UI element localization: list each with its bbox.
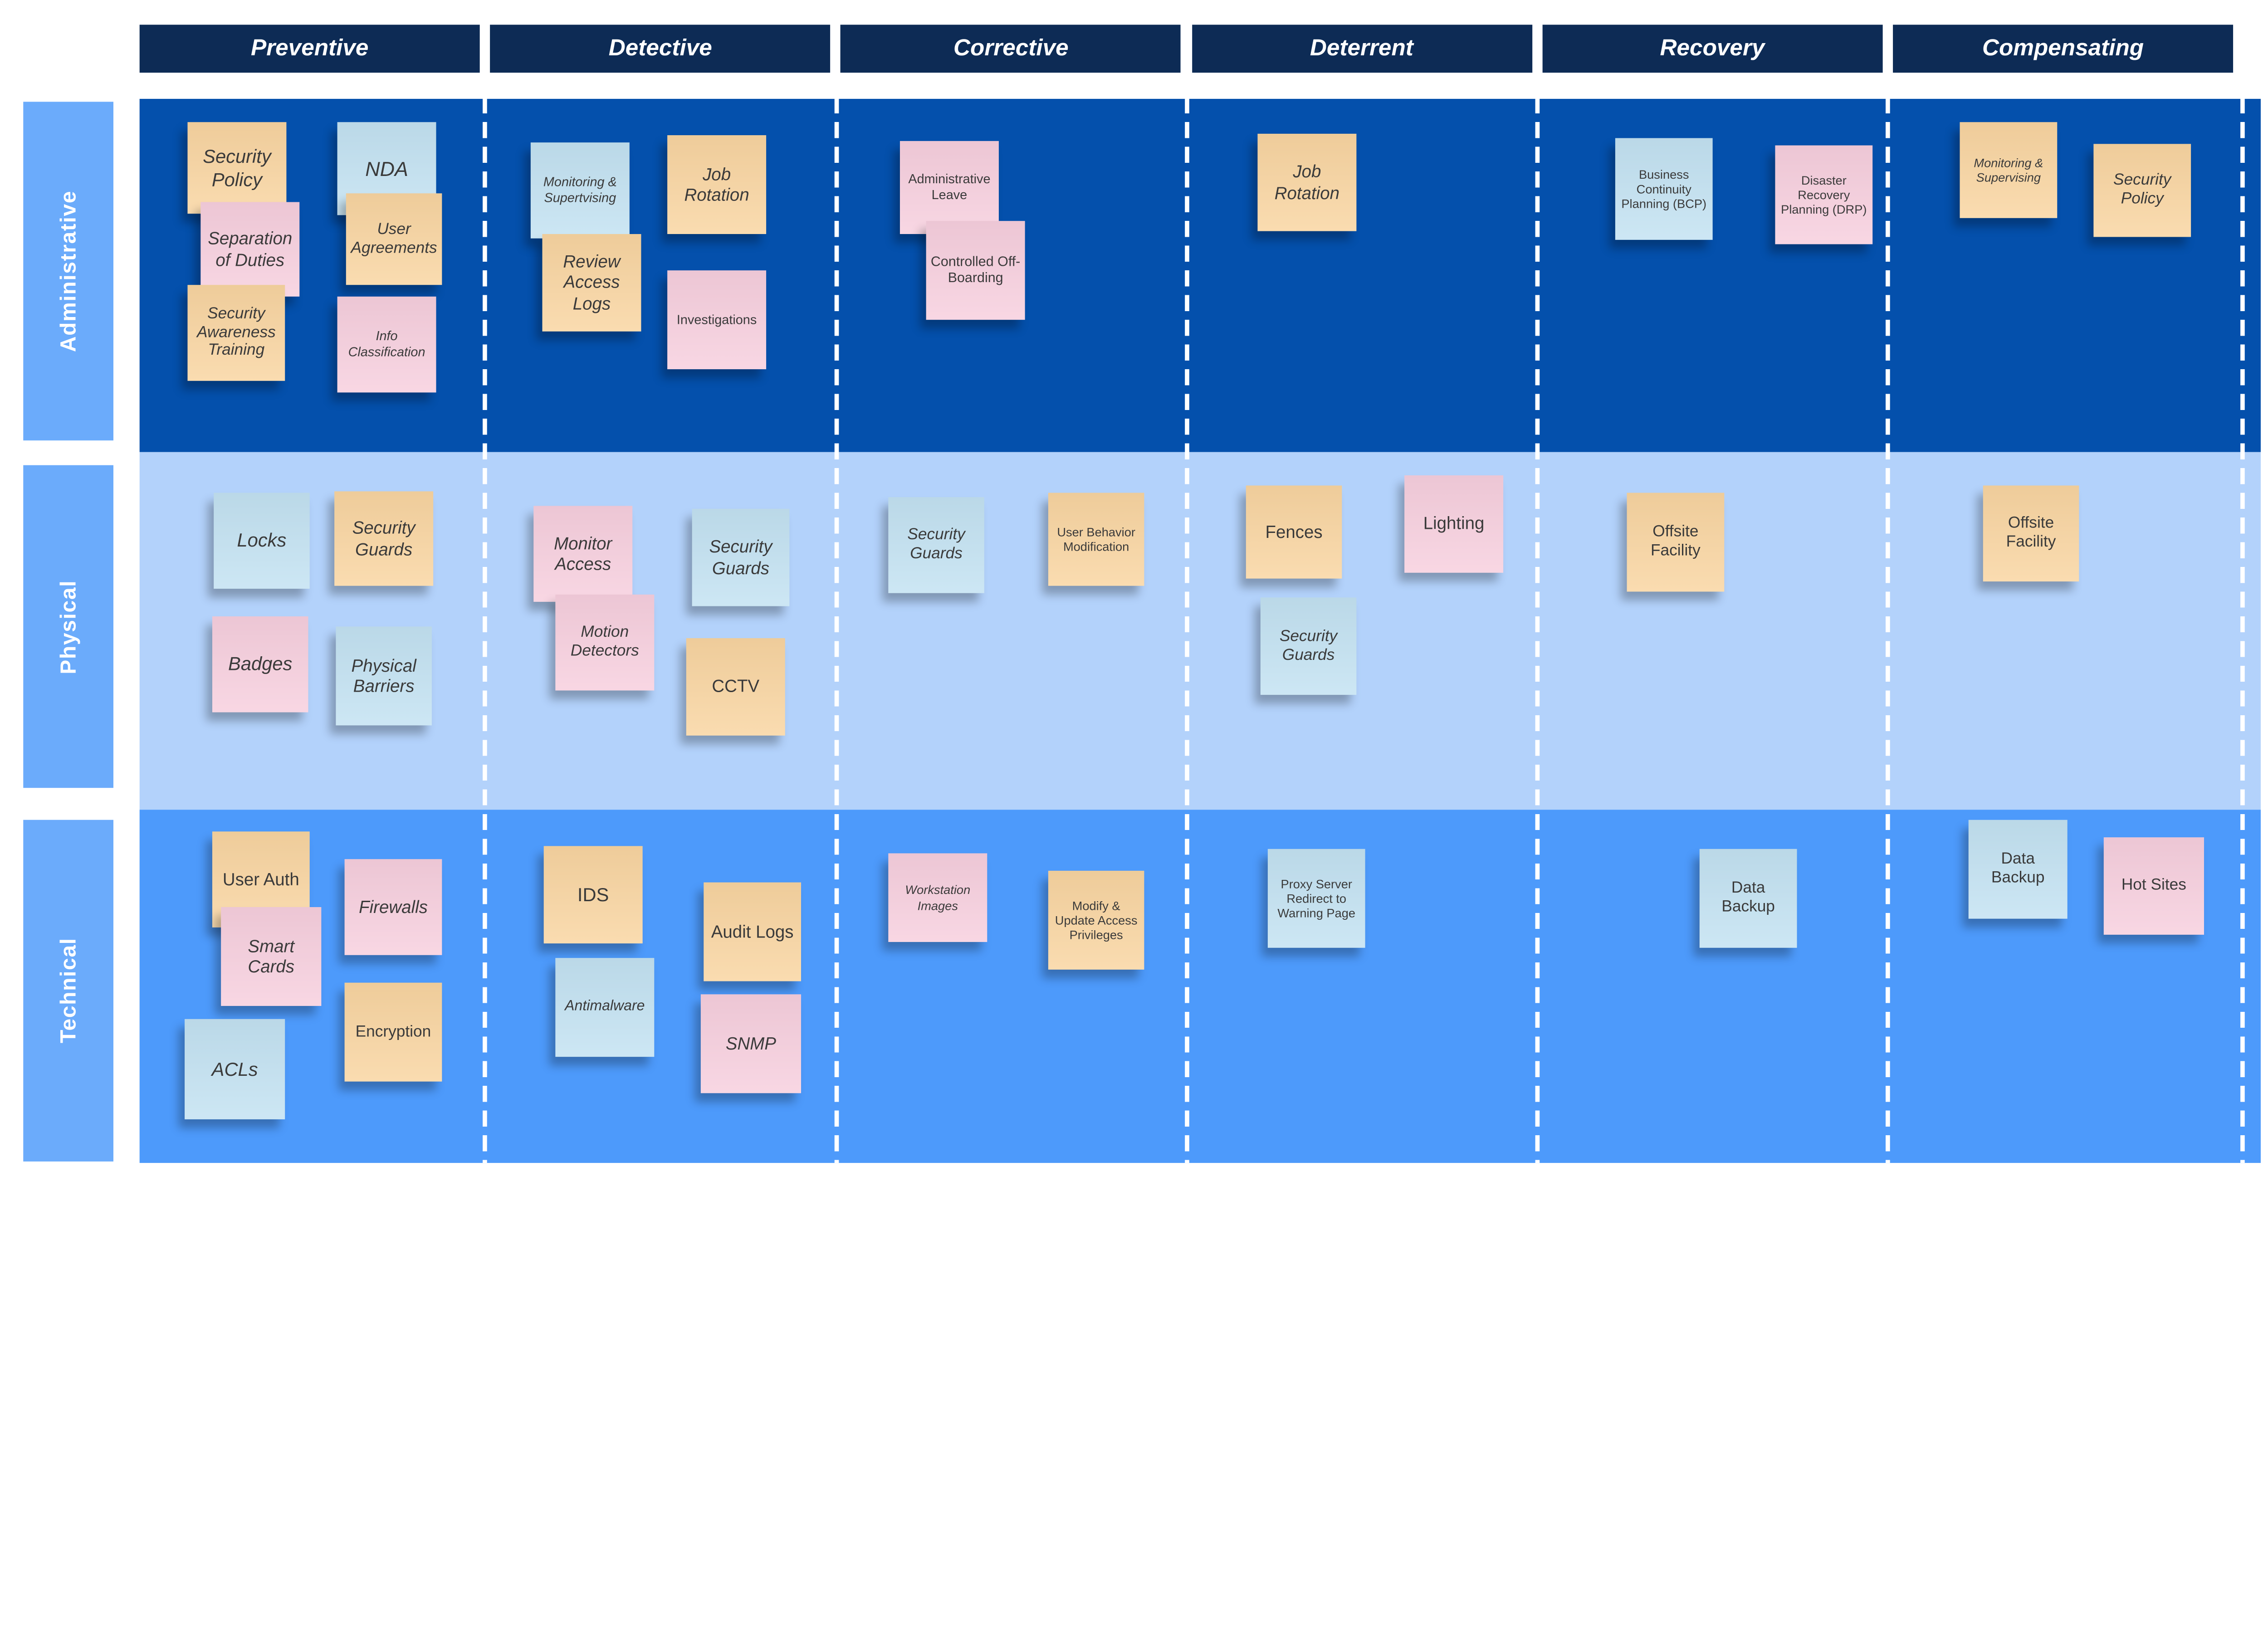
- sticky-note-security-awareness-training[interactable]: Security Awareness Training: [187, 285, 285, 381]
- column-header-detective: Detective: [490, 24, 831, 73]
- sticky-note-security-guards[interactable]: Security Guards: [334, 491, 434, 586]
- sticky-note-acls[interactable]: ACLs: [185, 1019, 285, 1119]
- sticky-note-job-rotation[interactable]: Job Rotation: [667, 135, 767, 234]
- column-header-corrective: Corrective: [841, 24, 1181, 73]
- sticky-note-lighting[interactable]: Lighting: [1404, 475, 1504, 573]
- row-band-physical: [139, 452, 2261, 809]
- sticky-note-physical-barriers[interactable]: Physical Barriers: [336, 626, 432, 726]
- column-header-preventive: Preventive: [139, 24, 480, 73]
- sticky-note-administrative-leave[interactable]: Administrative Leave: [899, 141, 999, 234]
- column-separator-4: [1535, 97, 1540, 1163]
- sticky-note-user-agreements[interactable]: User Agreements: [346, 193, 442, 285]
- sticky-note-security-guards[interactable]: Security Guards: [1260, 597, 1357, 695]
- column-separator-6: [2240, 97, 2245, 1163]
- column-separator-5: [1886, 97, 1891, 1163]
- sticky-note-data-backup[interactable]: Data Backup: [1699, 849, 1797, 948]
- column-separator-3: [1184, 97, 1189, 1163]
- row-tab-physical: Physical: [23, 465, 114, 788]
- sticky-note-offsite-facility[interactable]: Offsite Facility: [1983, 485, 2079, 582]
- sticky-note-offsite-facility[interactable]: Offsite Facility: [1627, 493, 1725, 592]
- column-header-recovery: Recovery: [1542, 24, 1882, 73]
- sticky-note-firewalls[interactable]: Firewalls: [344, 859, 442, 955]
- sticky-note-data-backup[interactable]: Data Backup: [1968, 820, 2068, 919]
- column-header-deterrent: Deterrent: [1191, 24, 1532, 73]
- row-band-administrative: [139, 98, 2261, 452]
- sticky-note-ids[interactable]: IDS: [543, 846, 643, 944]
- sticky-note-user-behavior-modification[interactable]: User Behavior Modification: [1048, 493, 1144, 586]
- sticky-note-audit-logs[interactable]: Audit Logs: [704, 882, 802, 981]
- sticky-note-controlled-off-boarding[interactable]: Controlled Off-Boarding: [926, 221, 1025, 320]
- sticky-note-security-guards[interactable]: Security Guards: [692, 508, 790, 606]
- sticky-note-monitoring-supervising[interactable]: Monitoring & Supervising: [1960, 122, 2058, 218]
- sticky-note-cctv[interactable]: CCTV: [686, 638, 785, 736]
- sticky-note-job-rotation[interactable]: Job Rotation: [1257, 133, 1357, 231]
- sticky-note-monitoring-supertvising[interactable]: Monitoring & Supertvising: [530, 142, 630, 239]
- sticky-note-separation-of-duties[interactable]: Separation of Duties: [200, 202, 300, 297]
- sticky-note-security-guards[interactable]: Security Guards: [888, 497, 984, 593]
- sticky-note-info-classification[interactable]: Info Classification: [337, 296, 436, 393]
- sticky-note-modify-update-access-privileges[interactable]: Modify & Update Access Privileges: [1048, 870, 1144, 970]
- row-tab-label: Technical: [56, 937, 81, 1044]
- sticky-note-encryption[interactable]: Encryption: [344, 982, 442, 1082]
- column-separator-1: [483, 97, 488, 1163]
- sticky-note-motion-detectors[interactable]: Motion Detectors: [555, 594, 655, 691]
- sticky-note-snmp[interactable]: SNMP: [700, 994, 802, 1093]
- sticky-note-hot-sites[interactable]: Hot Sites: [2103, 837, 2204, 935]
- sticky-note-locks[interactable]: Locks: [214, 493, 310, 589]
- sticky-note-review-access-logs[interactable]: Review Access Logs: [542, 234, 641, 332]
- sticky-note-badges[interactable]: Badges: [212, 616, 308, 713]
- sticky-note-workstation-images[interactable]: Workstation Images: [888, 853, 987, 942]
- row-tab-label: Physical: [56, 579, 81, 674]
- row-band-technical: [139, 809, 2261, 1162]
- sticky-note-disaster-recovery-planning-drp[interactable]: Disaster Recovery Planning (DRP): [1775, 145, 1873, 244]
- sticky-note-fences[interactable]: Fences: [1246, 485, 1342, 579]
- column-separator-2: [834, 97, 839, 1163]
- sticky-note-monitor-access[interactable]: Monitor Access: [533, 506, 633, 602]
- sticky-note-security-policy[interactable]: Security Policy: [187, 122, 287, 214]
- row-tab-technical: Technical: [23, 820, 114, 1162]
- column-header-compensating: Compensating: [1893, 24, 2234, 73]
- sticky-note-antimalware[interactable]: Antimalware: [555, 958, 655, 1057]
- sticky-note-proxy-server-redirect-to-warning-page[interactable]: Proxy Server Redirect to Warning Page: [1267, 849, 1365, 948]
- sticky-note-smart-cards[interactable]: Smart Cards: [221, 907, 322, 1006]
- sticky-note-security-policy[interactable]: Security Policy: [2093, 144, 2191, 237]
- sticky-note-business-continuity-planning-bcp[interactable]: Business Continuity Planning (BCP): [1615, 138, 1713, 240]
- row-tab-label: Administrative: [56, 190, 81, 352]
- row-tab-administrative: Administrative: [23, 102, 114, 441]
- sticky-note-investigations[interactable]: Investigations: [667, 270, 767, 370]
